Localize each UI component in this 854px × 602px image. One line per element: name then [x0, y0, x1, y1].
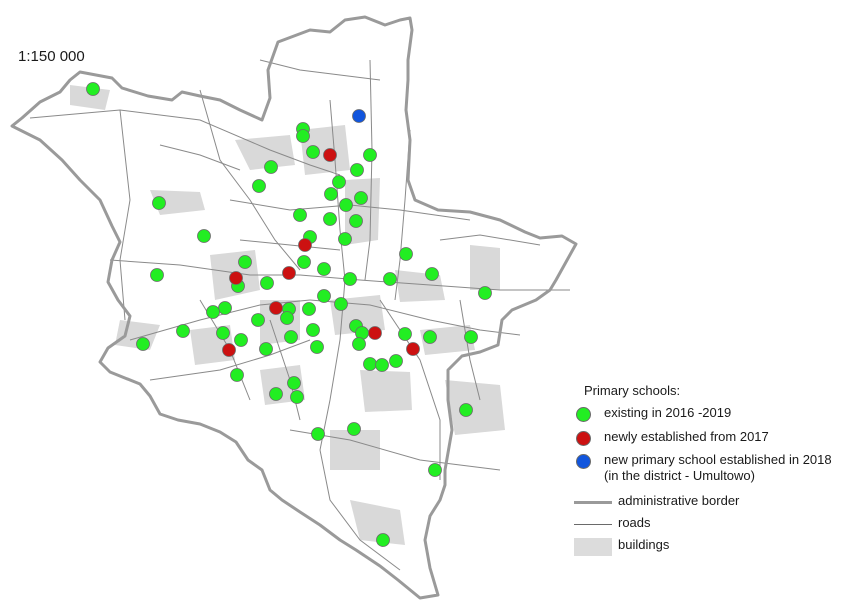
school-marker-existing [324, 187, 338, 201]
school-marker-existing [150, 268, 164, 282]
school-marker-existing [293, 208, 307, 222]
school-marker-new-2017 [298, 238, 312, 252]
school-marker-existing [86, 82, 100, 96]
map-scale: 1:150 000 [18, 48, 85, 65]
school-marker-new-2017 [323, 148, 337, 162]
school-marker-new-2017 [368, 326, 382, 340]
school-marker-existing [375, 358, 389, 372]
school-marker-new-2018 [352, 109, 366, 123]
school-marker-existing [398, 327, 412, 341]
school-marker-existing [259, 342, 273, 356]
school-marker-existing [260, 276, 274, 290]
school-marker-existing [349, 214, 363, 228]
legend-existing-label: existing in 2016 -2019 [604, 405, 732, 420]
green-dot-icon [576, 407, 591, 422]
school-marker-existing [287, 376, 301, 390]
school-marker-existing [297, 255, 311, 269]
school-marker-existing [306, 145, 320, 159]
school-marker-existing [310, 340, 324, 354]
school-marker-existing [206, 305, 220, 319]
school-marker-existing [251, 313, 265, 327]
school-marker-existing [338, 232, 352, 246]
school-marker-existing [354, 191, 368, 205]
legend-new2018-label: new primary school established in 2018 [604, 452, 832, 467]
blue-dot-icon [576, 454, 591, 469]
school-marker-existing [216, 326, 230, 340]
school-marker-existing [363, 357, 377, 371]
legend-buildings-label: buildings [618, 537, 670, 552]
school-marker-existing [284, 330, 298, 344]
school-marker-existing [352, 337, 366, 351]
legend-border-label: administrative border [618, 493, 740, 508]
school-marker-existing [423, 330, 437, 344]
school-marker-existing [389, 354, 403, 368]
school-marker-existing [317, 262, 331, 276]
school-marker-existing [230, 368, 244, 382]
school-marker-existing [218, 301, 232, 315]
legend-roads-label: roads [618, 515, 651, 530]
school-marker-existing [296, 129, 310, 143]
school-marker-existing [332, 175, 346, 189]
school-marker-new-2017 [269, 301, 283, 315]
legend-new2017-label: newly established from 2017 [604, 429, 769, 444]
school-marker-existing [280, 311, 294, 325]
school-marker-existing [464, 330, 478, 344]
school-marker-existing [376, 533, 390, 547]
roads-layer [29, 59, 570, 571]
school-marker-existing [459, 403, 473, 417]
school-marker-existing [425, 267, 439, 281]
schools-layer [86, 82, 492, 547]
school-marker-existing [176, 324, 190, 338]
school-marker-existing [306, 323, 320, 337]
school-marker-existing [290, 390, 304, 404]
school-marker-existing [252, 179, 266, 193]
road-line-icon [574, 524, 612, 525]
school-marker-new-2017 [406, 342, 420, 356]
school-marker-existing [339, 198, 353, 212]
school-marker-existing [136, 337, 150, 351]
school-marker-existing [152, 196, 166, 210]
school-marker-existing [383, 272, 397, 286]
school-marker-existing [399, 247, 413, 261]
school-marker-existing [323, 212, 337, 226]
legend-new2018-note: (in the district - Umultowo) [604, 468, 755, 483]
school-marker-existing [478, 286, 492, 300]
school-marker-existing [334, 297, 348, 311]
administrative-border [10, 15, 578, 600]
school-marker-existing [317, 289, 331, 303]
school-marker-existing [347, 422, 361, 436]
school-marker-existing [234, 333, 248, 347]
school-marker-new-2017 [222, 343, 236, 357]
school-marker-existing [269, 387, 283, 401]
red-dot-icon [576, 431, 591, 446]
school-marker-existing [238, 255, 252, 269]
school-marker-existing [363, 148, 377, 162]
school-marker-new-2017 [229, 271, 243, 285]
school-marker-existing [311, 427, 325, 441]
school-marker-existing [428, 463, 442, 477]
school-marker-new-2017 [282, 266, 296, 280]
school-marker-existing [350, 163, 364, 177]
border-line-icon [574, 501, 612, 504]
school-marker-existing [197, 229, 211, 243]
legend-title: Primary schools: [584, 383, 681, 398]
school-marker-existing [343, 272, 357, 286]
building-swatch-icon [574, 538, 612, 556]
school-marker-existing [264, 160, 278, 174]
school-marker-existing [302, 302, 316, 316]
